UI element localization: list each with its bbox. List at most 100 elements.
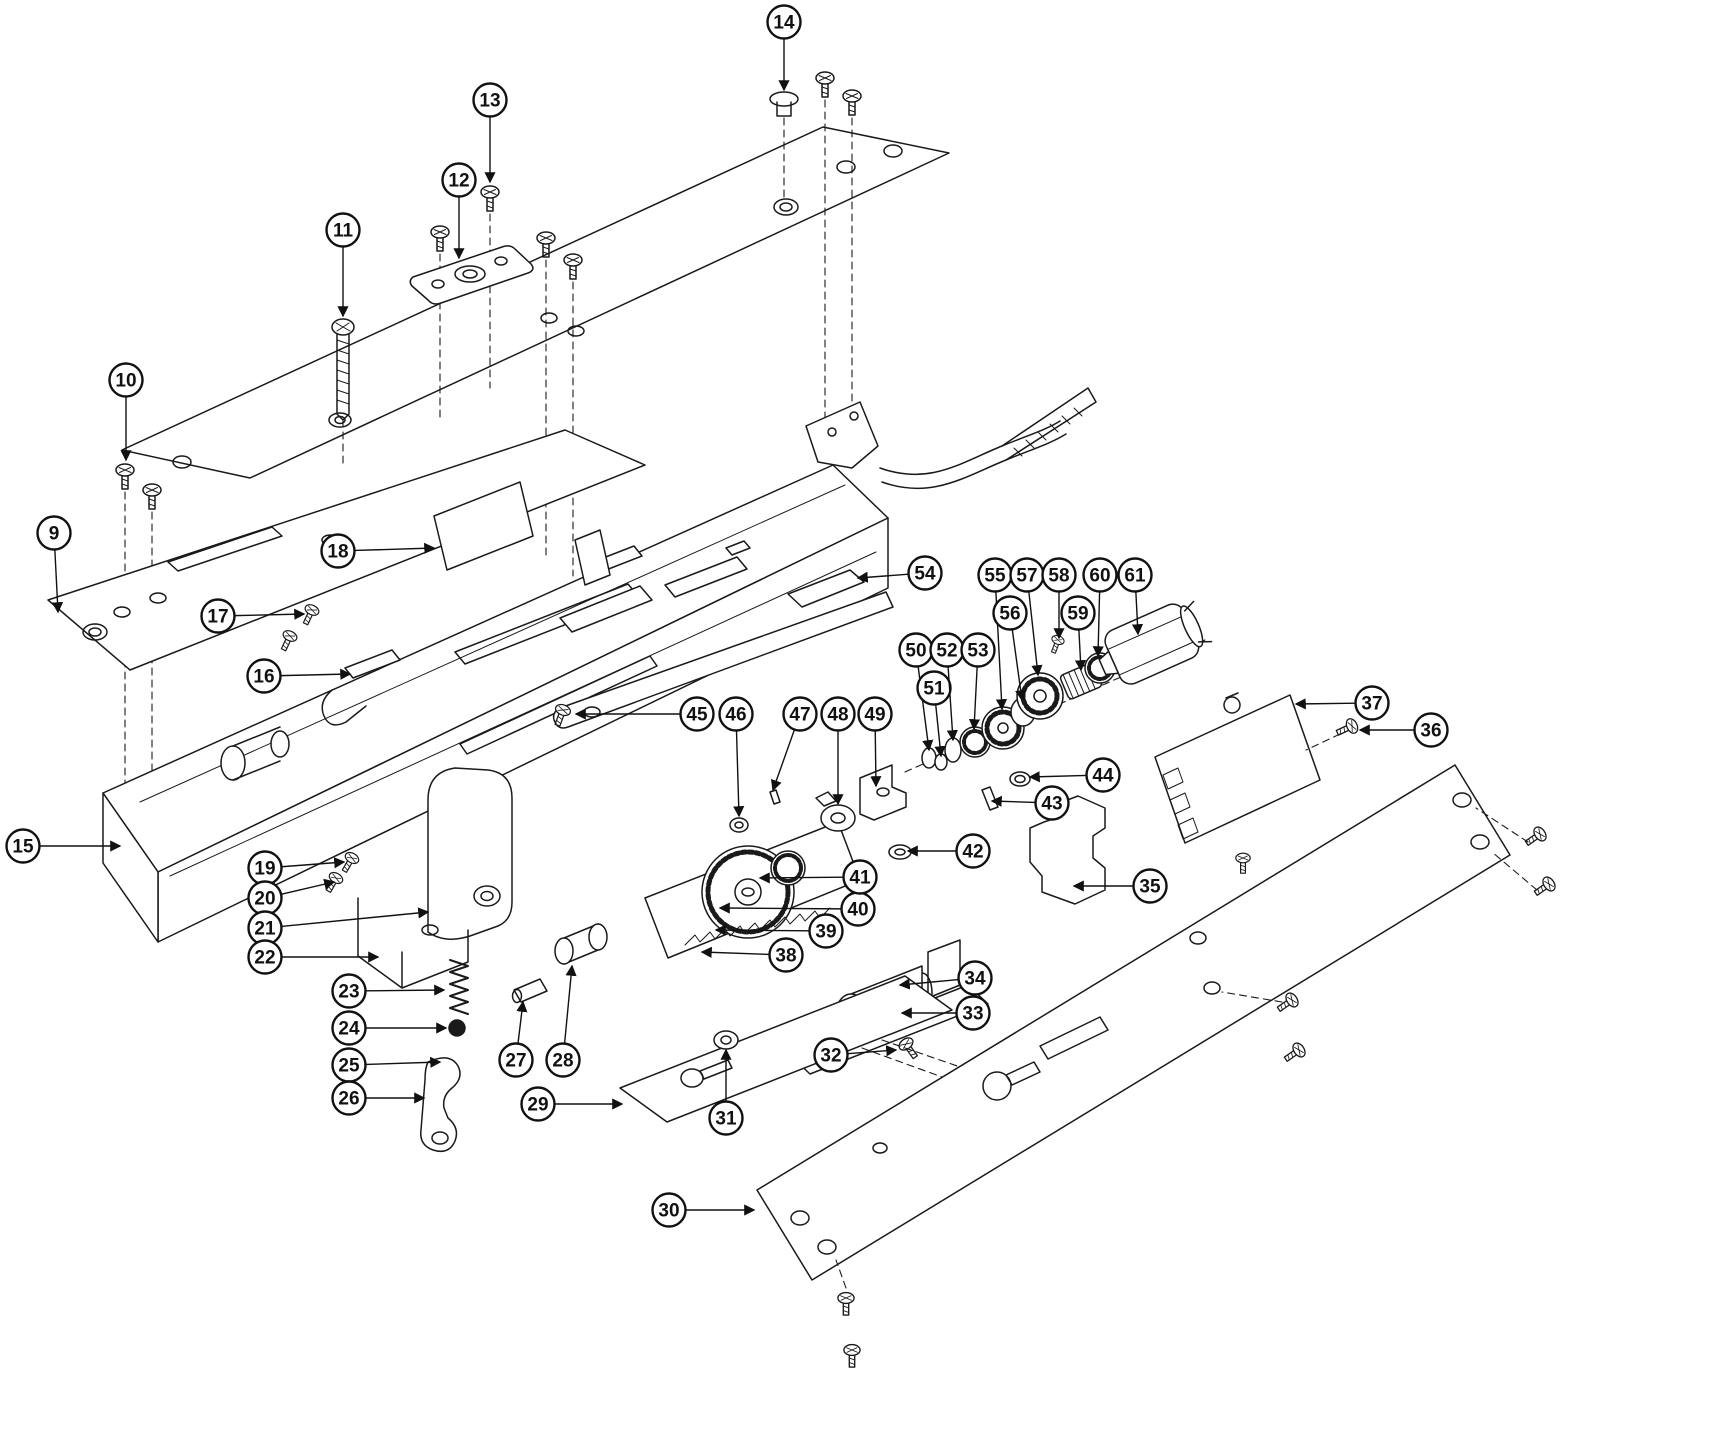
- callout-leader-44: [1028, 771, 1087, 783]
- callout-leader-43: [990, 795, 1036, 807]
- part-guard-plate: [619, 975, 953, 1123]
- callout-number-35: 35: [1139, 877, 1161, 898]
- callout-26: 26: [331, 1080, 426, 1116]
- callout-bubble-33: [955, 995, 991, 1031]
- part-cover-plate: [756, 764, 1511, 1281]
- part-spring: [449, 959, 469, 1015]
- callout-bubble-44: [1085, 757, 1121, 793]
- callout-leader-46: [733, 730, 745, 818]
- callout-number-30: 30: [658, 1201, 679, 1222]
- part-gear-assembly: [644, 821, 861, 959]
- callout-29: 29: [520, 1086, 624, 1122]
- callout-30: 30: [651, 1192, 756, 1228]
- callout-45: 45: [574, 696, 715, 732]
- callout-leader-37: [1294, 698, 1356, 710]
- part-faceplate-top: [121, 126, 950, 479]
- callout-leader-57: [1028, 591, 1043, 677]
- callout-bubble-34: [957, 960, 993, 996]
- callout-number-41: 41: [849, 868, 871, 889]
- callout-bubble-12: [441, 162, 477, 198]
- callout-leader-59: [1074, 629, 1087, 672]
- callout-28: 28: [545, 964, 581, 1078]
- callout-bubble-26: [331, 1080, 367, 1116]
- callout-24: 24: [331, 1010, 448, 1046]
- callout-bubble-47: [782, 696, 818, 732]
- callout-bubble-51: [916, 670, 952, 706]
- callout-54: 54: [856, 555, 943, 591]
- callout-38: 38: [700, 937, 804, 973]
- part-roller: [554, 923, 608, 965]
- callout-leader-47: [771, 729, 796, 792]
- callout-number-45: 45: [686, 705, 708, 726]
- callout-49: 49: [857, 696, 893, 788]
- callout-leader-40: [718, 902, 842, 914]
- callout-42: 42: [906, 833, 991, 869]
- callout-bubble-14: [766, 4, 802, 40]
- callout-48: 48: [820, 696, 856, 806]
- callout-number-39: 39: [815, 922, 836, 943]
- callout-leader-20: [280, 878, 336, 895]
- part-grommet: [713, 1030, 739, 1050]
- callout-bubble-43: [1034, 785, 1070, 821]
- part-label-plate: [433, 481, 534, 571]
- callout-bubble-58: [1041, 557, 1077, 593]
- callout-36: 36: [1358, 712, 1449, 748]
- part-motor: [1098, 600, 1213, 685]
- callout-number-42: 42: [962, 842, 983, 863]
- callout-number-51: 51: [923, 679, 945, 700]
- part-gear-train: [921, 600, 1213, 771]
- callout-bubble-54: [907, 555, 943, 591]
- callout-15: 15: [5, 828, 122, 864]
- callout-number-44: 44: [1092, 766, 1114, 787]
- callout-bubble-60: [1082, 557, 1118, 593]
- callout-bubble-49: [857, 696, 893, 732]
- callout-number-60: 60: [1089, 566, 1110, 587]
- callout-bubble-48: [820, 696, 856, 732]
- callout-number-16: 16: [253, 667, 274, 688]
- callout-number-50: 50: [905, 641, 926, 662]
- callout-leader-53: [968, 666, 981, 731]
- callout-leader-60: [1092, 591, 1104, 658]
- callout-18: 18: [320, 533, 436, 569]
- part-wire: [879, 420, 1061, 476]
- callout-number-22: 22: [254, 948, 275, 969]
- callout-leader-49: [870, 730, 882, 788]
- callout-34: 34: [898, 960, 993, 996]
- callout-leader-25: [365, 1056, 442, 1068]
- callout-number-48: 48: [827, 705, 848, 726]
- callout-number-27: 27: [505, 1051, 526, 1072]
- callout-bubble-41: [842, 859, 878, 895]
- callout-number-49: 49: [864, 705, 885, 726]
- callout-leader-32: [847, 1045, 898, 1057]
- callout-leader-16: [280, 668, 352, 680]
- callout-number-20: 20: [254, 889, 275, 910]
- callout-number-36: 36: [1420, 721, 1441, 742]
- callout-number-29: 29: [527, 1095, 548, 1116]
- callout-bubble-18: [320, 533, 356, 569]
- callout-number-52: 52: [936, 641, 957, 662]
- callout-bubble-28: [545, 1042, 581, 1078]
- callout-52: 52: [929, 632, 965, 742]
- callout-number-59: 59: [1067, 604, 1088, 625]
- callout-leader-56: [1011, 629, 1027, 702]
- callout-bubble-38: [768, 937, 804, 973]
- callout-14: 14: [766, 4, 802, 92]
- callout-55: 55: [977, 557, 1013, 711]
- callout-9: 9: [36, 515, 72, 614]
- callout-47: 47: [771, 696, 818, 792]
- callout-bubble-29: [520, 1086, 556, 1122]
- callout-bubble-42: [955, 833, 991, 869]
- callout-number-58: 58: [1048, 566, 1069, 587]
- callout-number-21: 21: [254, 919, 276, 940]
- callout-leader-54: [856, 571, 909, 583]
- callout-number-18: 18: [327, 542, 348, 563]
- part-pivot-block: [427, 767, 513, 940]
- callout-bubble-30: [651, 1192, 687, 1228]
- callout-bubble-56: [992, 595, 1028, 631]
- callout-58: 58: [1041, 557, 1077, 640]
- callout-leader-61: [1131, 591, 1144, 636]
- callout-37: 37: [1294, 685, 1390, 721]
- callout-bubble-37: [1354, 685, 1390, 721]
- callout-bubble-27: [498, 1042, 534, 1078]
